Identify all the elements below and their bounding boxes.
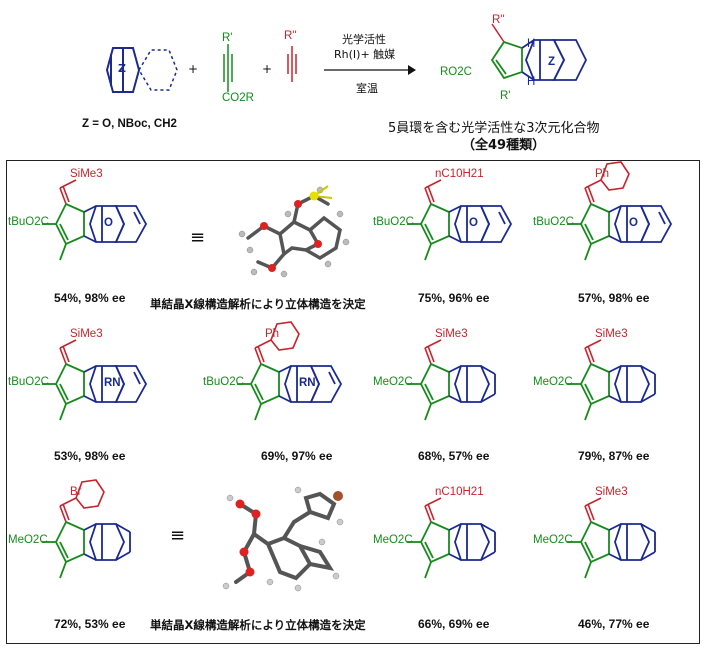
ester-label: MeO2C <box>533 534 573 546</box>
ester-label: tBuO2C <box>533 216 574 228</box>
yield-label: 75%, 96% ee <box>418 291 490 305</box>
compound-structure-c2 <box>407 179 513 261</box>
yield-label: 46%, 77% ee <box>578 617 650 631</box>
product-ester-label: RO2C <box>440 66 472 78</box>
z-options: Z = O, NBoc, CH2 <box>82 118 177 130</box>
product-r-prime: R' <box>500 90 511 102</box>
terminal-alkyne-structure <box>287 46 297 82</box>
product-r-double-prime: R'' <box>492 14 505 26</box>
reaction-arrow <box>324 65 416 75</box>
product-h-bottom: H <box>527 76 536 88</box>
xray-note: 単結晶X線構造解析により立体構造を決定 <box>150 297 366 311</box>
alkene-substituent-label: Ph <box>595 168 610 180</box>
yield-label: 68%, 57% ee <box>418 449 490 463</box>
plus-sign: + <box>188 62 199 76</box>
yield-label: 69%, 97% ee <box>261 449 333 463</box>
z-label: Z <box>118 62 126 75</box>
ester-label: tBuO2C <box>373 216 414 228</box>
r-prime-label: R' <box>222 32 233 44</box>
product-structure <box>490 23 588 81</box>
compound-structure-c4 <box>42 339 148 421</box>
product-h-top: H <box>527 38 536 50</box>
yield-label: 66%, 69% ee <box>418 617 490 631</box>
compound-structure-c9 <box>407 497 496 579</box>
conditions-line2: Rh(I)+ 触媒 <box>334 48 396 61</box>
compound-structure-c10 <box>567 497 656 579</box>
plus-sign: + <box>262 62 273 76</box>
ester-label: tBuO2C <box>8 376 49 388</box>
ester-label: MeO2C <box>533 376 573 388</box>
equivalence-sign: ≡ <box>170 525 186 546</box>
yield-label: 54%, 98% ee <box>54 291 126 305</box>
bridge-label: O <box>469 217 478 229</box>
alkene-substituent-label: Ph <box>265 328 280 340</box>
r-double-prime-label: R'' <box>284 30 297 42</box>
alkene-substituent-label: nC10H21 <box>435 168 484 180</box>
ester-label: MeO2C <box>373 534 413 546</box>
xray-structure-2 <box>222 486 344 592</box>
results-panel <box>6 160 700 644</box>
alkene-substituent-label: SiMe3 <box>70 328 103 340</box>
bicyclic-alkene-structure <box>105 47 178 93</box>
ester-label: CO2R <box>222 92 254 104</box>
ester-label: MeO2C <box>8 534 48 546</box>
compound-structure-c6 <box>407 339 496 421</box>
yield-label: 79%, 87% ee <box>578 449 650 463</box>
compound-structure-c3 <box>567 161 673 261</box>
ester-label: tBuO2C <box>8 216 49 228</box>
product-z-label: Z <box>548 56 556 68</box>
bridge-label: RN <box>104 377 121 389</box>
compound-structure-c8 <box>42 479 131 579</box>
equivalence-sign: ≡ <box>190 227 206 248</box>
xray-note: 単結晶X線構造解析により立体構造を決定 <box>150 618 366 632</box>
alkyne-ester-structure <box>223 44 233 92</box>
conditions-temperature: 室温 <box>356 82 378 95</box>
yield-label: 53%, 98% ee <box>54 449 126 463</box>
alkene-substituent-label: nC10H21 <box>435 486 484 498</box>
alkene-substituent-label: SiMe3 <box>595 486 628 498</box>
summary-line2: （全49種類） <box>462 138 546 153</box>
ester-label: MeO2C <box>373 376 413 388</box>
alkene-substituent-label: SiMe3 <box>70 168 103 180</box>
xray-structure-1 <box>238 185 350 278</box>
alkene-substituent-label: SiMe3 <box>435 328 468 340</box>
alkene-substituent-label: Br <box>70 486 82 498</box>
compound-structure-c7 <box>567 339 656 421</box>
bridge-label: O <box>104 217 113 229</box>
alkene-substituent-label: SiMe3 <box>595 328 628 340</box>
yield-label: 72%, 53% ee <box>54 617 126 631</box>
conditions-line1: 光学活性 <box>342 33 386 46</box>
yield-label: 57%, 98% ee <box>578 291 650 305</box>
bridge-label: O <box>629 217 638 229</box>
ester-label: tBuO2C <box>203 376 244 388</box>
compound-structure-c1 <box>42 179 148 261</box>
summary-line1: 5員環を含む光学活性な3次元化合物 <box>388 121 600 136</box>
bridge-label: RN <box>299 377 316 389</box>
compound-structure-c5 <box>237 321 343 421</box>
